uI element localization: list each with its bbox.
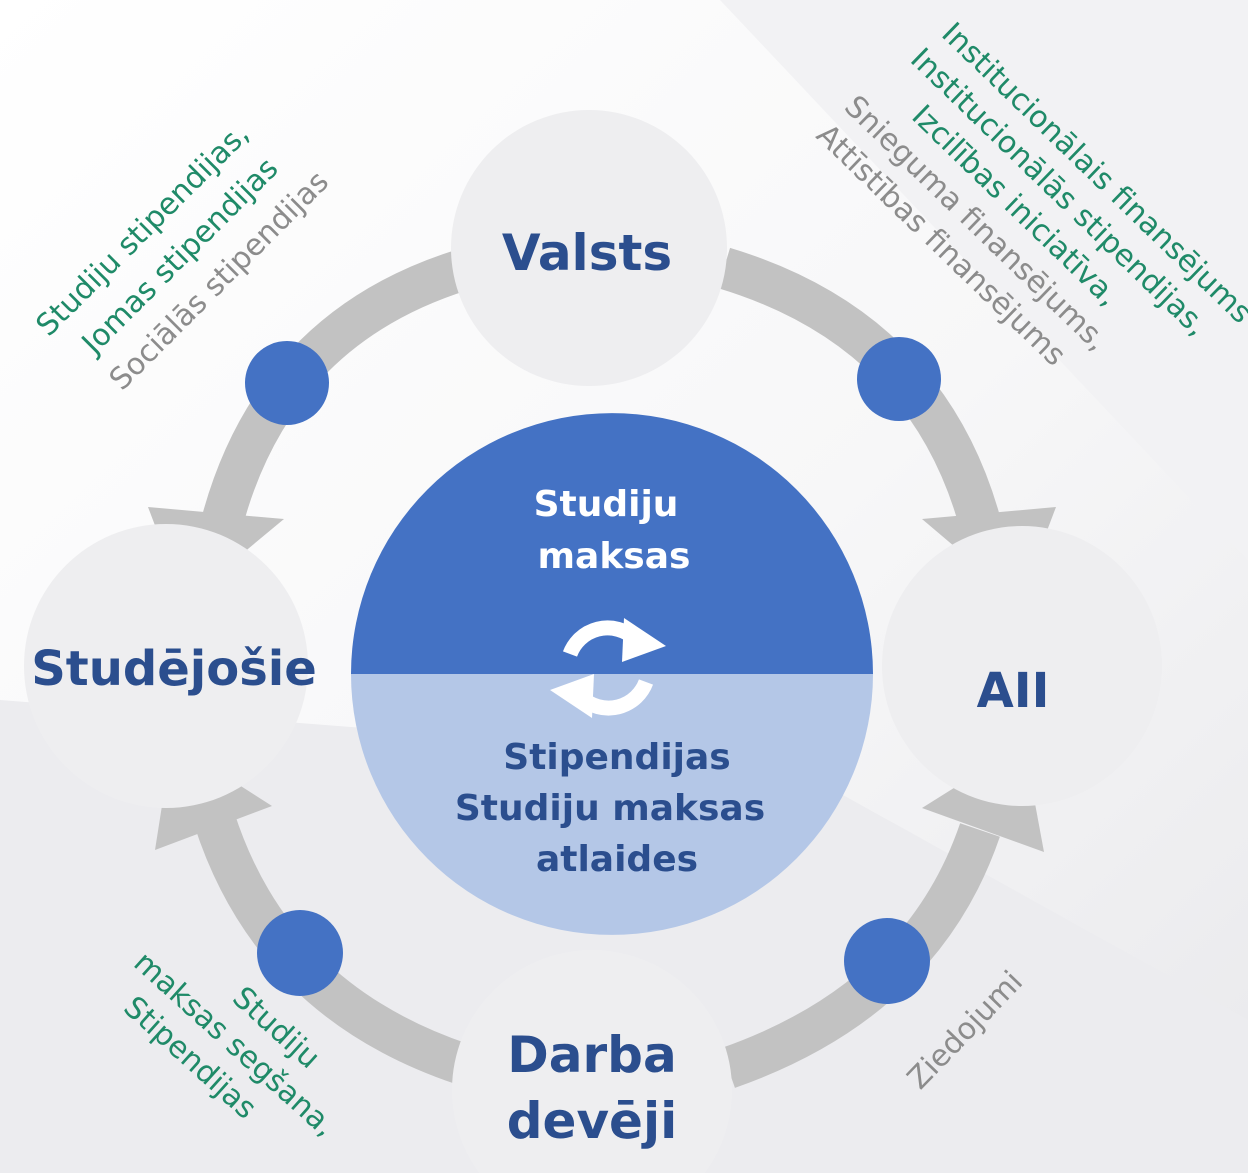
- node-valsts-label: Valsts: [502, 224, 672, 282]
- center-bottom-line3: atlaides: [536, 839, 698, 880]
- center-top-half: [351, 413, 873, 674]
- node-valsts-circle: [451, 110, 727, 386]
- center-bottom-line1: Stipendijas: [503, 737, 730, 778]
- center-bottom-half: [351, 674, 873, 935]
- flow-dot-valsts-studejosie: [245, 341, 329, 425]
- center-bottom-line2: Studiju maksas: [455, 788, 765, 829]
- background-shade: [0, 700, 1248, 1173]
- node-darba-deveji-circle: [452, 950, 732, 1173]
- background-shade: [720, 0, 1248, 560]
- flow-dot-valsts-aii: [857, 337, 941, 421]
- center-circle: [351, 413, 873, 935]
- flow-dot-darba-studejosie: [257, 910, 343, 996]
- node-studejosie-label: Studējošie: [31, 641, 317, 697]
- node-aii-label: AII: [977, 663, 1050, 719]
- flow-dot-darba-aii: [844, 918, 930, 1004]
- center-top-line1: Studiju: [534, 484, 679, 525]
- center-top-line2: maksas: [538, 536, 691, 577]
- refresh-cycle-icon: [550, 618, 666, 718]
- node-darba-deveji-label-line2: devēji: [507, 1092, 677, 1150]
- node-darba-deveji-label-line1: Darba: [507, 1026, 676, 1084]
- node-aii-circle: [882, 526, 1162, 806]
- node-studejosie-circle: [24, 524, 308, 808]
